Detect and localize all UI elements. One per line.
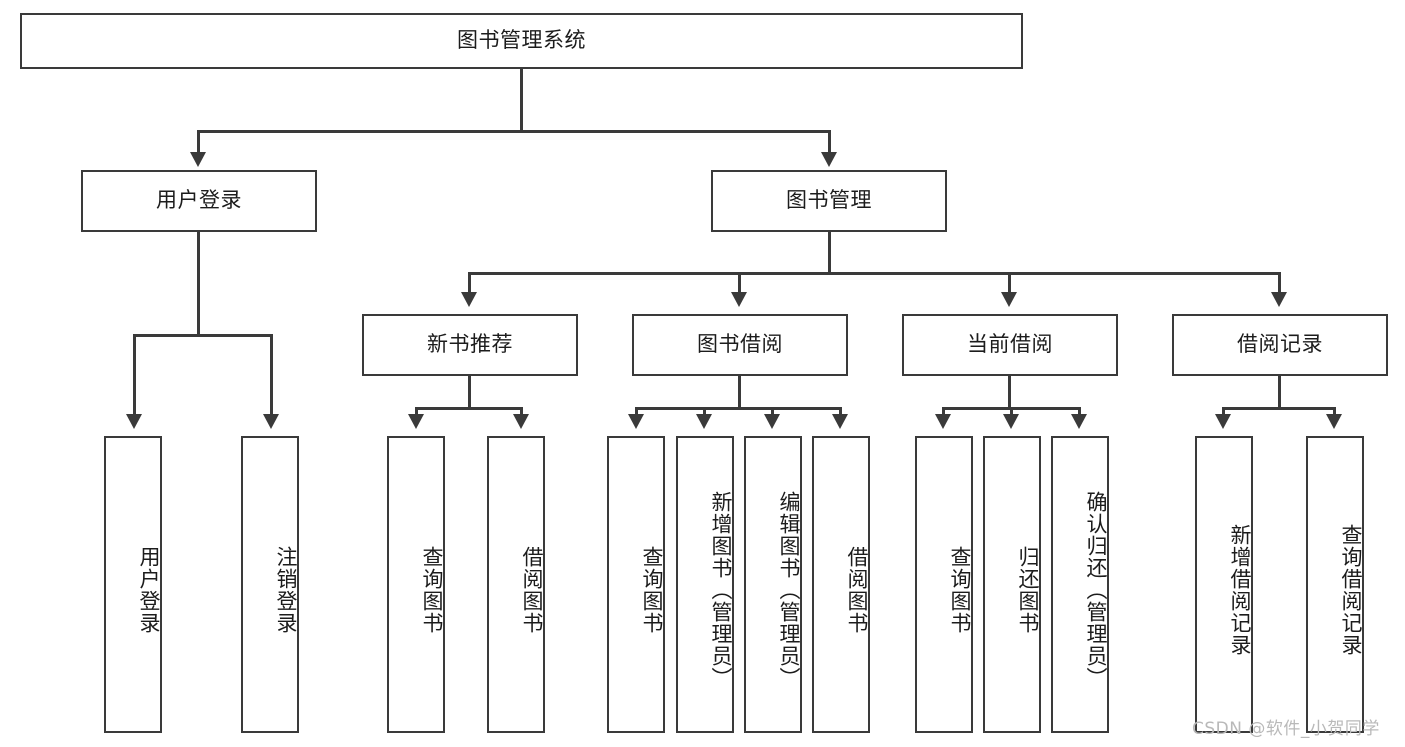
node-label: 图书管理 <box>786 188 872 213</box>
arrowhead-borrow-record-leaf-2 <box>1326 414 1342 429</box>
arrowhead-to-user-login <box>190 152 206 167</box>
arrowhead-new-book-leaf-1 <box>408 414 424 429</box>
connector-root-stem <box>520 69 523 130</box>
connector-book-borrow-to-leaf-1 <box>635 407 638 416</box>
node-label: 查询图书 <box>640 545 664 634</box>
leaf-current-borrow-confirm-return-admin[interactable]: 确认归还（管理员） <box>1051 436 1109 733</box>
arrowhead-user-login-leaf-2 <box>263 414 279 429</box>
node-new-book-recommend[interactable]: 新书推荐 <box>362 314 578 376</box>
connector-current-borrow-to-leaf-2 <box>1010 407 1013 416</box>
connector-new-book-to-leaf-1 <box>415 407 418 416</box>
node-label: 借阅图书 <box>520 545 544 634</box>
connector-current-borrow-stem <box>1008 376 1011 409</box>
node-label: 查询图书 <box>948 545 972 634</box>
arrowhead-book-borrow <box>731 292 747 307</box>
arrowhead-user-login-leaf-1 <box>126 414 142 429</box>
connector-book-management-bus <box>468 272 1280 275</box>
node-label: 编辑图书（管理员） <box>777 490 801 689</box>
arrowhead-borrow-record-leaf-1 <box>1215 414 1231 429</box>
arrowhead-new-book-recommend <box>461 292 477 307</box>
connector-root-to-book-management <box>828 130 831 155</box>
leaf-book-borrow-add-book-admin[interactable]: 新增图书（管理员） <box>676 436 734 733</box>
node-user-login[interactable]: 用户登录 <box>81 170 317 232</box>
arrowhead-borrow-record <box>1271 292 1287 307</box>
connector-book-borrow-to-leaf-2 <box>703 407 706 416</box>
leaf-user-login-logout[interactable]: 注销登录 <box>241 436 299 733</box>
node-label: 新增图书（管理员） <box>709 490 733 689</box>
node-label: 查询图书 <box>420 545 444 634</box>
arrowhead-current-borrow <box>1001 292 1017 307</box>
connector-borrow-record-to-leaf-2 <box>1333 407 1336 416</box>
arrowhead-new-book-leaf-2 <box>513 414 529 429</box>
leaf-new-book-query-books[interactable]: 查询图书 <box>387 436 445 733</box>
arrowhead-current-borrow-leaf-3 <box>1071 414 1087 429</box>
arrowhead-book-borrow-leaf-2 <box>696 414 712 429</box>
connector-root-to-user-login <box>197 130 200 155</box>
arrowhead-current-borrow-leaf-2 <box>1003 414 1019 429</box>
connector-borrow-record-bus <box>1222 407 1336 410</box>
connector-root-bus <box>197 130 831 133</box>
leaf-new-book-borrow-books[interactable]: 借阅图书 <box>487 436 545 733</box>
node-current-borrow[interactable]: 当前借阅 <box>902 314 1118 376</box>
node-label: 查询借阅记录 <box>1339 523 1363 656</box>
csdn-watermark: CSDN @软件_小贺同学 <box>1192 719 1380 739</box>
arrowhead-book-borrow-leaf-3 <box>764 414 780 429</box>
node-book-management[interactable]: 图书管理 <box>711 170 947 232</box>
connector-book-borrow-to-leaf-4 <box>839 407 842 416</box>
arrowhead-current-borrow-leaf-1 <box>935 414 951 429</box>
connector-book-management-stem <box>828 232 831 274</box>
leaf-current-borrow-query-books[interactable]: 查询图书 <box>915 436 973 733</box>
connector-book-borrow-to-leaf-3 <box>771 407 774 416</box>
connector-book-borrow-stem <box>738 376 741 409</box>
leaf-book-borrow-query-books[interactable]: 查询图书 <box>607 436 665 733</box>
connector-bm-to-borrow-record <box>1278 272 1281 294</box>
leaf-current-borrow-return-books[interactable]: 归还图书 <box>983 436 1041 733</box>
node-label: 借阅图书 <box>845 545 869 634</box>
connector-user-login-bus <box>133 334 273 337</box>
connector-bm-to-new-book <box>468 272 471 294</box>
leaf-book-borrow-borrow-books[interactable]: 借阅图书 <box>812 436 870 733</box>
node-label: 用户登录 <box>137 545 161 634</box>
arrowhead-book-borrow-leaf-4 <box>832 414 848 429</box>
node-borrow-record[interactable]: 借阅记录 <box>1172 314 1388 376</box>
node-label: 借阅记录 <box>1237 332 1323 357</box>
node-label: 新增借阅记录 <box>1228 523 1252 656</box>
connector-new-book-stem <box>468 376 471 409</box>
node-label: 归还图书 <box>1016 545 1040 634</box>
connector-new-book-to-leaf-2 <box>520 407 523 416</box>
leaf-borrow-record-add-record[interactable]: 新增借阅记录 <box>1195 436 1253 733</box>
connector-bm-to-book-borrow <box>738 272 741 294</box>
connector-new-book-bus <box>415 407 523 410</box>
node-book-borrow[interactable]: 图书借阅 <box>632 314 848 376</box>
leaf-borrow-record-query-record[interactable]: 查询借阅记录 <box>1306 436 1364 733</box>
arrowhead-book-borrow-leaf-1 <box>628 414 644 429</box>
node-label: 当前借阅 <box>967 332 1053 357</box>
connector-user-login-to-leaf-2 <box>270 334 273 416</box>
node-label: 注销登录 <box>274 545 298 634</box>
connector-current-borrow-to-leaf-1 <box>942 407 945 416</box>
node-label: 用户登录 <box>156 188 242 213</box>
connector-current-borrow-to-leaf-3 <box>1078 407 1081 416</box>
connector-borrow-record-to-leaf-1 <box>1222 407 1225 416</box>
leaf-book-borrow-edit-book-admin[interactable]: 编辑图书（管理员） <box>744 436 802 733</box>
leaf-user-login-login[interactable]: 用户登录 <box>104 436 162 733</box>
node-label: 新书推荐 <box>427 332 513 357</box>
connector-user-login-stem <box>197 232 200 336</box>
node-label: 图书管理系统 <box>457 28 586 53</box>
connector-bm-to-current-borrow <box>1008 272 1011 294</box>
connector-book-borrow-bus <box>635 407 842 410</box>
arrowhead-to-book-management <box>821 152 837 167</box>
node-label: 图书借阅 <box>697 332 783 357</box>
node-label: 确认归还（管理员） <box>1084 490 1108 689</box>
node-root-book-management-system[interactable]: 图书管理系统 <box>20 13 1023 69</box>
connector-user-login-to-leaf-1 <box>133 334 136 416</box>
connector-borrow-record-stem <box>1278 376 1281 409</box>
